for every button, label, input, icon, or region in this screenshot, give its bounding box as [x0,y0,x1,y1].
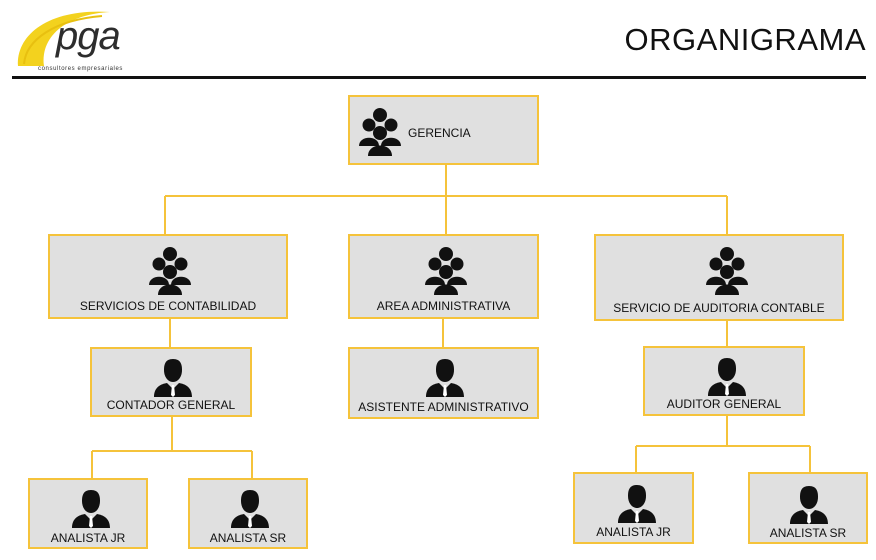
node-area-administrativa: AREA ADMINISTRATIVA [348,234,539,319]
node-label: GERENCIA [408,126,471,140]
node-asistente-administrativo: ASISTENTE ADMINISTRATIVO [348,347,539,419]
node-label: ANALISTA SR [769,526,847,540]
person-icon [426,359,464,397]
node-label: CONTADOR GENERAL [106,398,236,412]
node-gerencia: GERENCIA [348,95,539,165]
node-label: SERVICIO DE AUDITORIA CONTABLE [613,301,825,315]
node-analista-jr-auditor: ANALISTA JR [573,472,694,544]
node-label: SERVICIOS DE CONTABILIDAD [79,299,257,313]
person-icon [618,485,656,523]
node-analista-jr-contador: ANALISTA JR [28,478,148,549]
node-label: ANALISTA JR [50,531,126,545]
node-label: ANALISTA SR [209,531,287,545]
node-servicios-contabilidad: SERVICIOS DE CONTABILIDAD [48,234,288,319]
logo-tagline: consultores empresariales [38,66,124,72]
company-logo: pga [10,4,150,76]
group-icon [425,247,467,295]
node-label: ASISTENTE ADMINISTRATIVO [358,400,529,414]
person-icon [231,490,269,528]
node-label: AREA ADMINISTRATIVA [376,299,511,313]
node-auditor-general: AUDITOR GENERAL [643,346,805,416]
person-icon [708,358,746,396]
node-contador-general: CONTADOR GENERAL [90,347,252,417]
group-icon [706,247,748,295]
person-icon [72,490,110,528]
person-icon [154,359,192,397]
group-icon [149,247,191,295]
node-label: ANALISTA JR [596,525,671,539]
logo-text: pga [56,14,121,58]
person-icon [790,486,828,524]
node-analista-sr-auditor: ANALISTA SR [748,472,868,544]
page-title: ORGANIGRAMA [624,22,866,57]
node-servicio-auditoria: SERVICIO DE AUDITORIA CONTABLE [594,234,844,321]
group-icon [359,108,401,156]
node-label: AUDITOR GENERAL [666,397,782,411]
node-analista-sr-contador: ANALISTA SR [188,478,308,549]
header-divider [12,76,866,79]
